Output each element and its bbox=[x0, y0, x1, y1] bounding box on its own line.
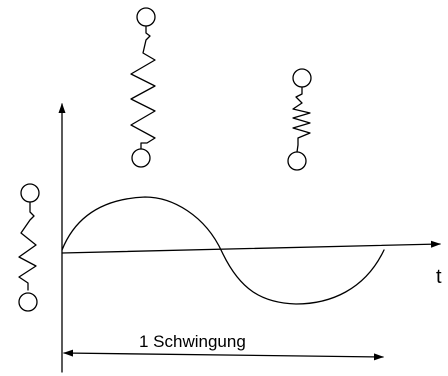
spring-top-ball bbox=[20, 183, 40, 203]
axis-label-t: t bbox=[436, 266, 442, 288]
spring-bottom-ball bbox=[18, 292, 38, 312]
spring-top-ball bbox=[292, 68, 312, 88]
sine-wave bbox=[61, 196, 385, 305]
spring-top-ball bbox=[136, 7, 156, 27]
spring-bottom-ball bbox=[131, 148, 151, 168]
period-arrow bbox=[63, 349, 384, 361]
x-axis bbox=[61, 240, 441, 254]
period-label: 1 Schwingung bbox=[139, 332, 246, 351]
spring-bottom-ball bbox=[287, 151, 307, 171]
spring-rest bbox=[18, 183, 40, 312]
spring-coil bbox=[130, 25, 156, 151]
spring-coil bbox=[18, 201, 37, 291]
spring-stretched bbox=[130, 7, 156, 168]
spring-coil bbox=[292, 86, 311, 153]
spring-compressed bbox=[287, 68, 312, 171]
